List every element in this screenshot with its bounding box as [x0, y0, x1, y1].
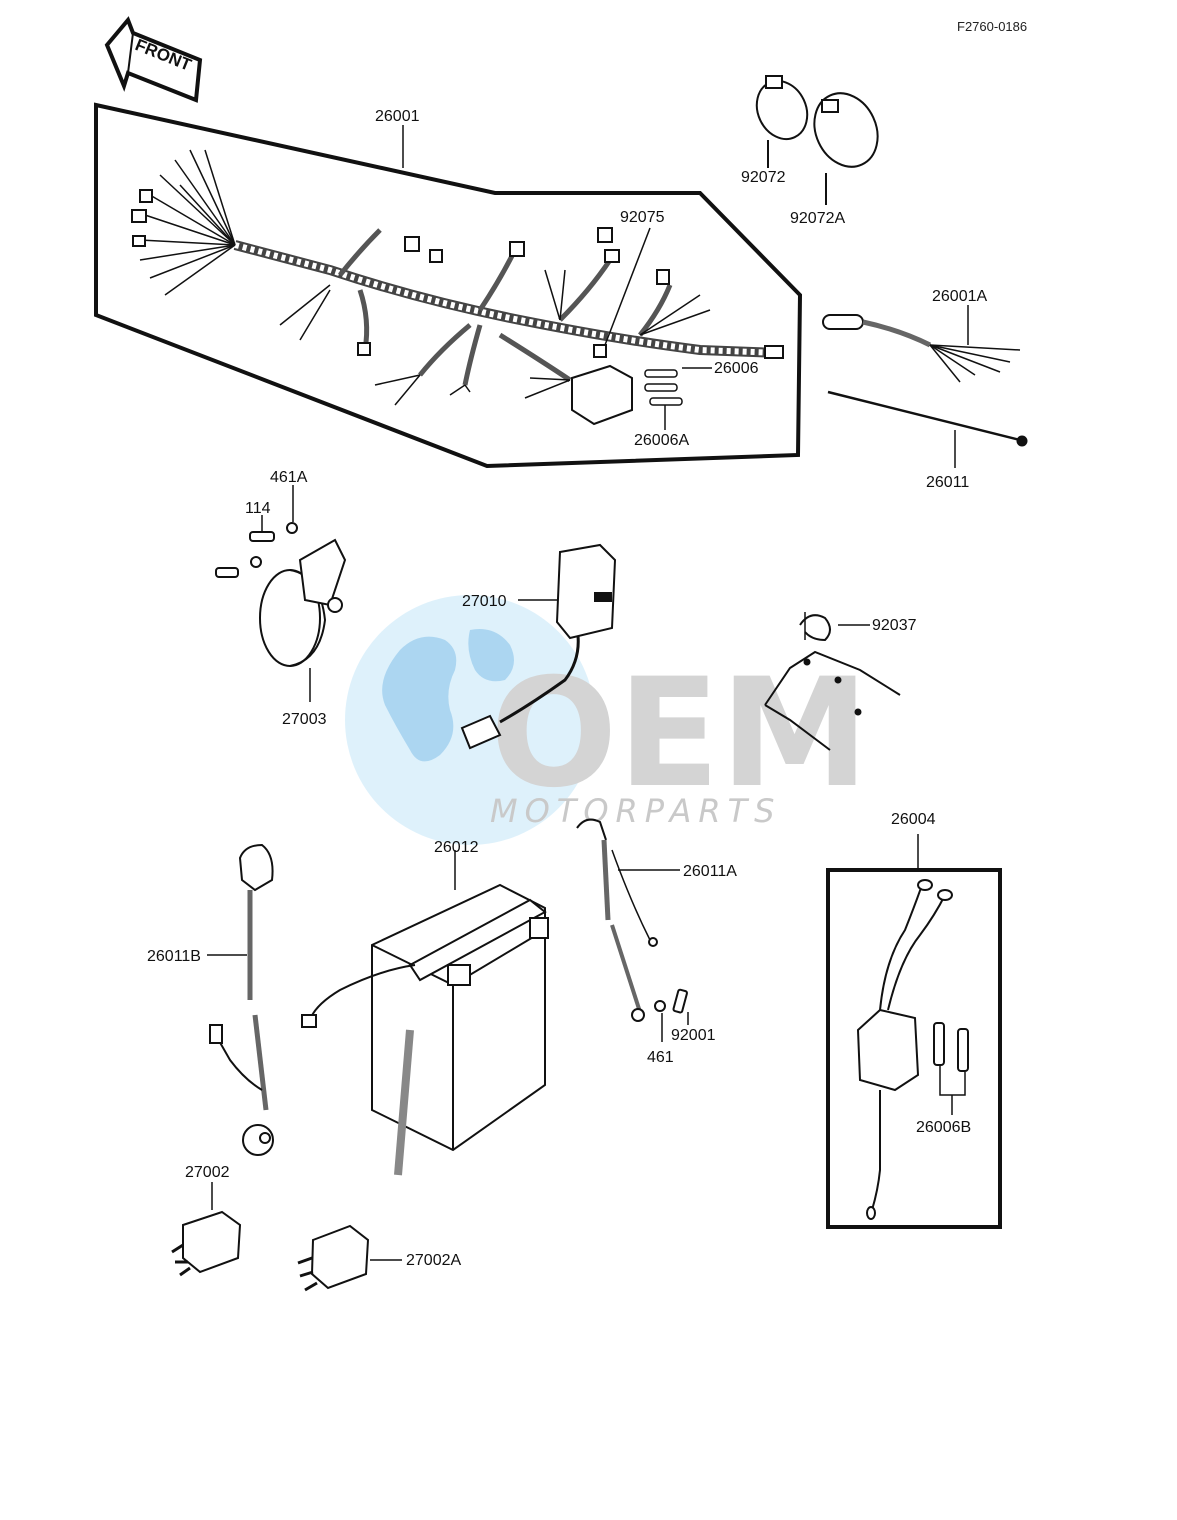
part-label-26004[interactable]: 26004	[891, 811, 936, 828]
front-arrow: FRONT	[104, 16, 203, 103]
battery-lead-b-group	[207, 843, 274, 1156]
part-label-92072[interactable]: 92072	[741, 169, 786, 186]
part-label-27002A[interactable]: 27002A	[406, 1252, 461, 1269]
sub-harness-group	[822, 305, 1028, 468]
part-label-27010[interactable]: 27010	[462, 593, 507, 610]
watermark-logo: OEM	[490, 647, 869, 821]
harness-outline	[94, 102, 803, 469]
battery-group	[301, 850, 549, 1176]
relay-group	[460, 543, 617, 750]
part-label-26012[interactable]: 26012	[434, 839, 479, 856]
band-parts	[755, 75, 879, 205]
fuse-block	[571, 364, 633, 426]
battery-body	[371, 883, 546, 1152]
diagram-code: F2760-0186	[957, 19, 1027, 34]
clamp-bracket-group	[764, 612, 901, 751]
watermark-continents	[382, 629, 514, 762]
relay-box	[555, 543, 617, 640]
part-label-26006A[interactable]: 26006A	[634, 432, 689, 449]
part-label-27002[interactable]: 27002	[185, 1164, 230, 1181]
part-label-461A[interactable]: 461A	[270, 469, 308, 486]
part-label-92037[interactable]: 92037	[872, 617, 917, 634]
battery-lead-a-group	[576, 818, 689, 1042]
part-label-26011[interactable]: 26011	[926, 474, 969, 491]
watermark-tagline: MOTORPARTS	[490, 792, 781, 830]
fuse-assy-box	[826, 868, 1002, 1229]
part-label-92001[interactable]: 92001	[671, 1027, 716, 1044]
part-label-114[interactable]: 114	[245, 500, 271, 517]
main-harness-group	[94, 102, 803, 469]
part-label-26011A[interactable]: 26011A	[683, 863, 737, 880]
part-label-92075[interactable]: 92075	[620, 209, 665, 226]
flasher-relay-group	[171, 1182, 402, 1292]
fuse-assy-group	[826, 834, 1002, 1229]
part-label-26011B[interactable]: 26011B	[147, 948, 201, 965]
mount-bracket	[764, 650, 901, 751]
part-label-461[interactable]: 461	[647, 1049, 674, 1066]
part-label-26006[interactable]: 26006	[714, 360, 759, 377]
fuse-holder	[856, 1008, 920, 1092]
watermark: OEM MOTORPARTS	[345, 595, 869, 845]
part-label-26001A[interactable]: 26001A	[932, 288, 987, 305]
part-label-92072A[interactable]: 92072A	[790, 210, 845, 227]
part-label-27003[interactable]: 27003	[282, 711, 327, 728]
part-label-26001[interactable]: 26001	[375, 108, 420, 125]
part-label-26006B[interactable]: 26006B	[916, 1119, 971, 1136]
horn-group	[215, 485, 347, 702]
